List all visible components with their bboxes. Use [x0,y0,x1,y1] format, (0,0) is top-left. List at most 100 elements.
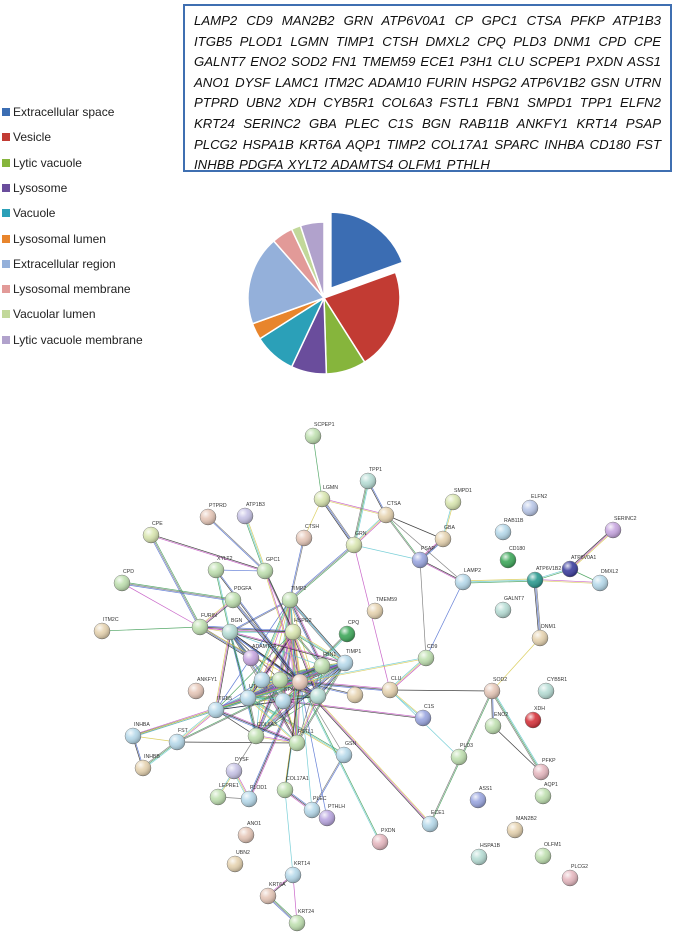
network-edge [231,600,300,683]
network-edge [215,631,231,711]
node-label: FBN1 [323,652,336,658]
legend-item: Lysosome [2,180,67,196]
network-edge [569,528,613,569]
node-label: RAB11B [504,518,524,524]
network-edge [299,681,391,691]
network-edge [248,697,298,743]
network-edge [320,499,354,546]
node-shine [277,782,293,798]
node-shine [292,674,308,690]
network-edge [569,529,614,570]
network-edge [215,679,263,711]
network-edge [292,631,319,697]
node-label: ENO2 [494,712,508,718]
node-label: PSAP [421,546,435,552]
network-edge [389,689,493,692]
node-label: ELFN2 [531,494,547,500]
network-edge [354,481,370,546]
legend-item: Lysosomal membrane [2,281,131,297]
node-label: HSPG2 [294,618,312,624]
node-shine [257,563,273,579]
network-node: FST [168,728,189,751]
network-node: PLD3 [450,743,473,766]
legend-label: Lytic vacuole membrane [13,332,143,347]
node-shine [533,764,549,780]
node-shine [310,688,326,704]
node-label: CTSA [387,501,401,507]
network-edge [207,517,265,572]
node-label: ITGB5 [217,696,232,702]
network-edge [289,543,354,600]
network-node: KRT24 [288,909,314,932]
node-label: ITM2C [103,617,119,623]
network-node: AQP1 [534,782,558,805]
node-label: INHBA [134,722,150,728]
network-node: MAN2B2 [506,816,537,839]
legend-swatch [2,133,10,142]
node-shine [485,718,501,734]
network-edge [200,625,294,632]
node-shine [592,575,608,591]
network-node: CTSH [295,524,319,547]
node-shine [227,856,243,872]
network-edge [290,538,305,601]
network-edge [299,657,426,682]
network-edge [491,637,541,692]
network-node: SERINC2 [604,516,637,539]
network-node: LEPRE1 [209,783,239,806]
network-edge [291,632,318,697]
network-edge [264,571,293,633]
network-node: ASS1 [469,786,492,809]
network-node: PLEC [303,796,327,819]
node-shine [275,693,291,709]
network-edge [385,514,464,583]
legend-swatch [2,285,10,294]
node-shine [282,592,298,608]
node-label: ANKFY1 [197,677,217,683]
node-label: CPD [123,569,134,575]
node-shine [360,473,376,489]
node-label: SMPD1 [454,488,472,494]
network-edge [419,559,427,659]
network-edge [299,681,313,811]
network-edge [176,741,298,744]
legend-swatch [2,158,10,167]
network-edge [284,681,300,790]
node-label: PLEC [313,796,327,802]
network-node: UBN2 [226,850,250,873]
network-edge [215,710,297,745]
legend-item: Vacuole [2,205,55,221]
node-label: PFKP [542,758,556,764]
network-edge [151,534,202,627]
node-shine [208,702,224,718]
node-shine [522,500,538,516]
node-label: CD9 [427,644,437,650]
node-shine [225,592,241,608]
network-edge [299,681,345,756]
node-label: ANO1 [247,821,261,827]
node-shine [192,619,208,635]
network-node [309,687,327,705]
network-node: KRT6A [259,882,286,905]
network-node: GPC1 [256,557,280,580]
network-node: PDGFA [224,586,252,609]
network-edge [177,682,301,743]
node-shine [188,683,204,699]
node-shine [418,650,434,666]
network-edge [312,755,345,811]
network-edge [492,725,542,773]
network-edge [199,627,293,634]
node-shine [248,728,264,744]
node-shine [143,527,159,543]
network-edge [262,679,298,743]
network-node: XDH [524,706,545,729]
node-label: SOD2 [493,677,507,683]
node-label: ADAMTS4 [252,644,277,650]
network-edge [533,580,540,639]
node-shine [500,552,516,568]
network-node: CD9 [417,644,437,667]
legend-swatch [2,335,10,344]
network-edge [289,599,346,664]
network-edge [288,600,345,664]
node-label: HSPA1B [480,843,501,849]
